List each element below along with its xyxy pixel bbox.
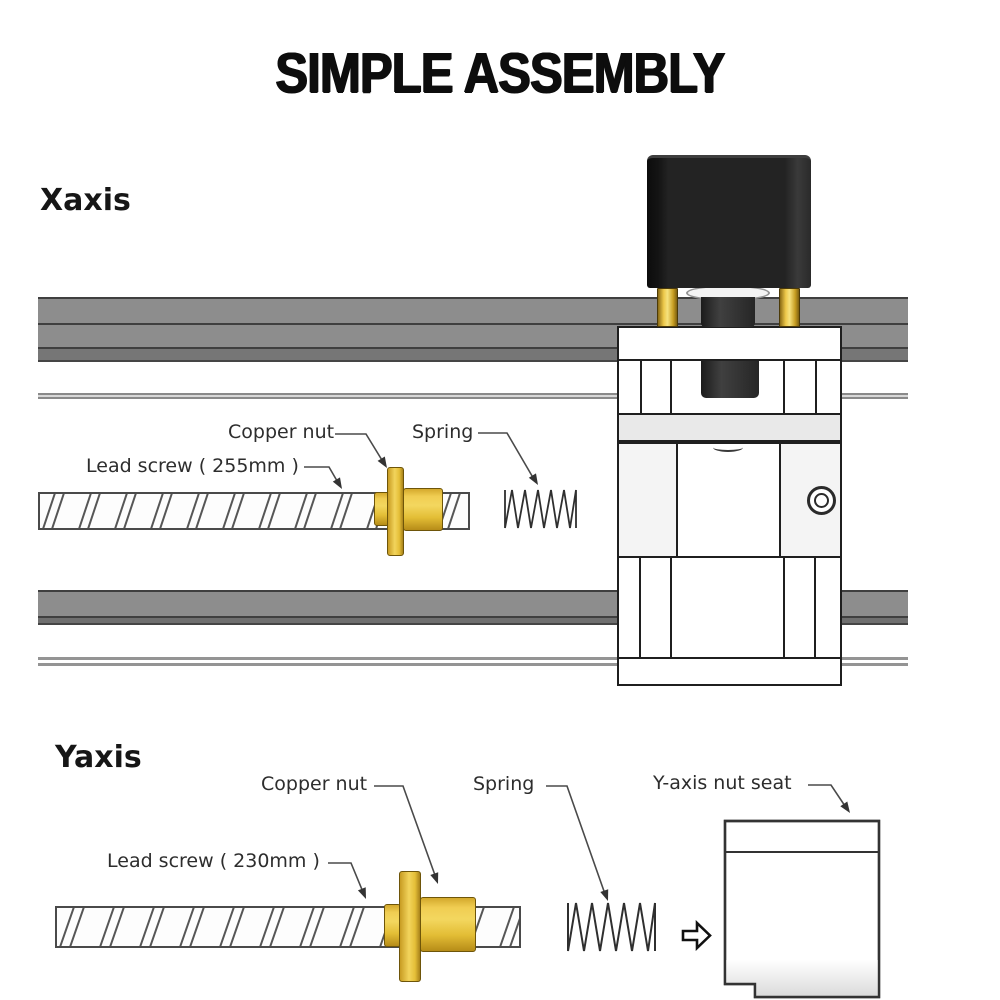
carriage-divider [815, 361, 817, 413]
xaxis-rail-line [38, 657, 908, 666]
carriage-side-panel [619, 444, 676, 556]
yaxis-nut-seat [723, 819, 881, 999]
carriage-divider [670, 361, 672, 413]
yaxis-copper-nut-label: Copper nut [261, 773, 368, 795]
yaxis-lead-screw-label: Lead screw ( 230mm ) [107, 850, 320, 872]
yaxis-nut-seat-label: Y-axis nut seat [653, 772, 792, 794]
carriage-divider [814, 558, 816, 657]
xaxis-top-rail-band [38, 297, 908, 325]
transfer-arrow-icon [681, 920, 712, 951]
xaxis-spring [504, 489, 577, 529]
brass-standoff-right [779, 288, 800, 327]
carriage-lower-row [617, 558, 842, 657]
yaxis-section-label: Yaxis [55, 740, 142, 775]
yaxis-copper-nut-flange [399, 871, 421, 982]
xaxis-copper-nut-label: Copper nut [228, 421, 335, 443]
xaxis-spring-label: Spring [412, 421, 474, 443]
xaxis-section-label: Xaxis [40, 183, 131, 218]
carriage-divider [783, 558, 785, 657]
carriage-divider [676, 444, 678, 556]
stepper-motor [647, 155, 811, 288]
yaxis-spring-label: Spring [473, 773, 535, 795]
xaxis-rail-line [38, 393, 908, 399]
xaxis-bottom-rail-strip [38, 618, 908, 625]
carriage-divider [670, 558, 672, 657]
shaft-coupler-lower [701, 361, 759, 398]
xaxis-copper-nut-flange [387, 467, 404, 556]
carriage-divider [640, 361, 642, 413]
page-title: SIMPLE ASSEMBLY [275, 41, 725, 105]
carriage-divider [783, 361, 785, 413]
carriage-screw-hole-inner [814, 493, 829, 508]
xaxis-copper-nut-body [403, 488, 443, 531]
yaxis-copper-nut-body [420, 897, 476, 952]
shaft-coupler [701, 297, 755, 327]
carriage-divider [639, 558, 641, 657]
carriage-bottom-plate [617, 657, 842, 686]
carriage-top-notch [713, 443, 743, 452]
xaxis-lead-screw-label: Lead screw ( 255mm ) [86, 455, 299, 477]
carriage-top-plate [617, 326, 842, 361]
yaxis-spring [567, 902, 656, 952]
carriage-divider [779, 444, 781, 556]
brass-standoff-left [657, 288, 678, 327]
carriage-gray-band [617, 413, 842, 442]
